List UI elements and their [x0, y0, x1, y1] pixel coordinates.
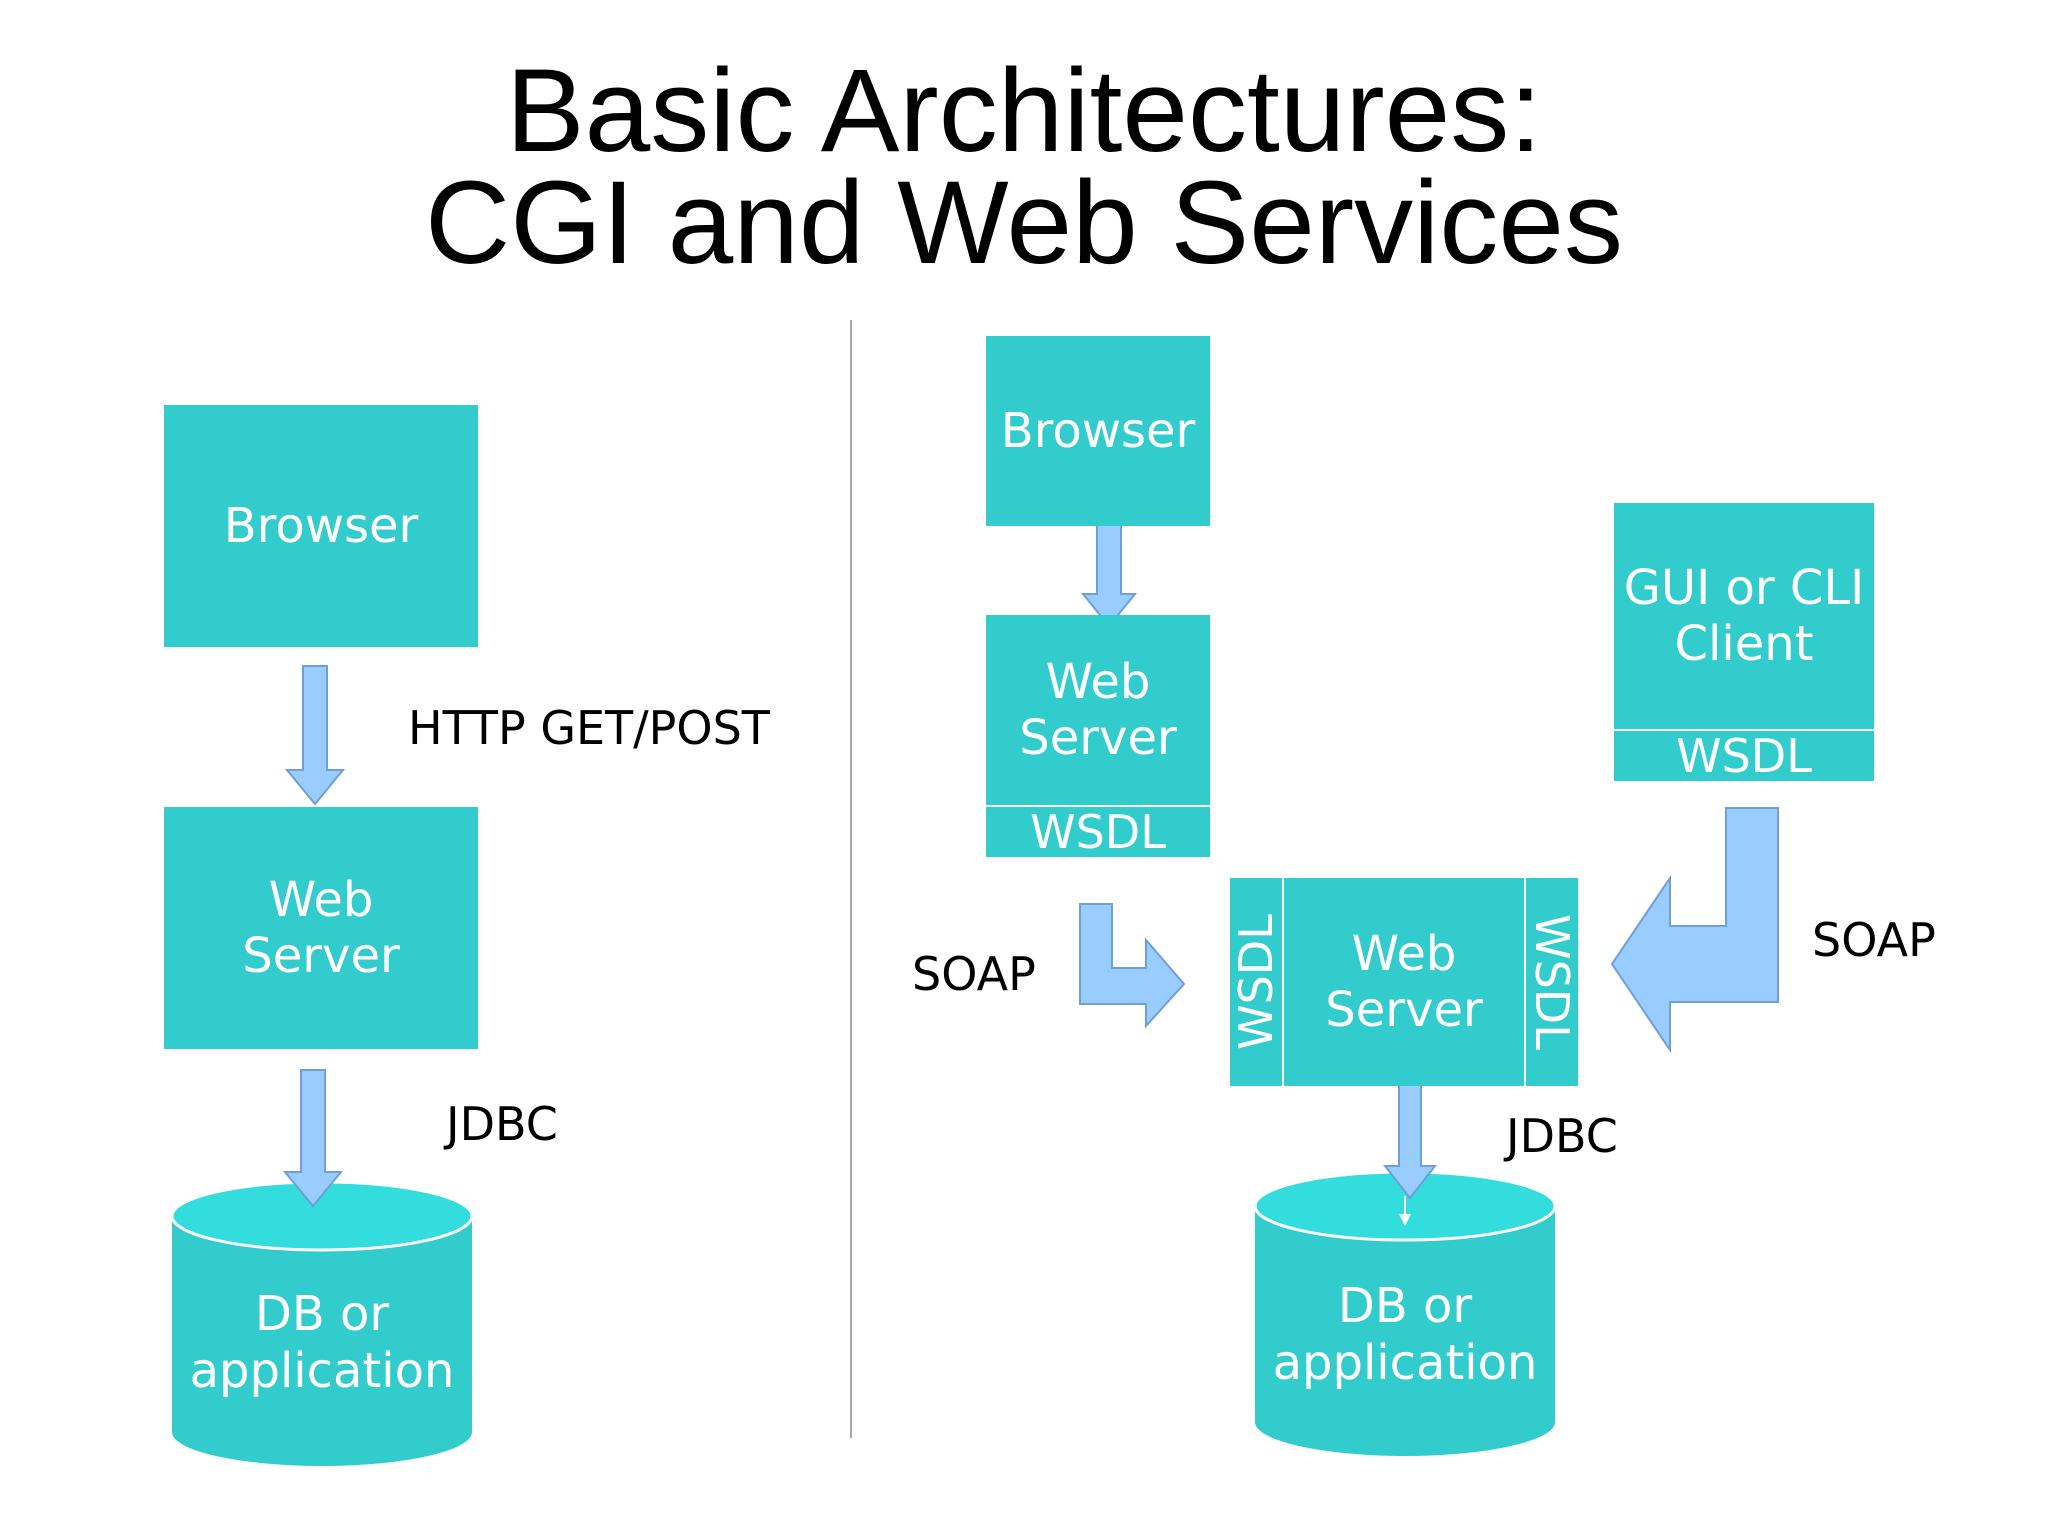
- client-label-2: Client: [1674, 616, 1814, 672]
- db-arrow-tip-head: [1399, 1214, 1411, 1226]
- cgi-webserver-box: Web Server: [164, 807, 478, 1049]
- center-webserver-label-2: Server: [1325, 982, 1483, 1038]
- edge-label-jdbc-cgi: JDBC: [446, 1097, 558, 1151]
- center-wsdl-left: WSDL: [1229, 914, 1283, 1050]
- edge-label-jdbc-ws: JDBC: [1506, 1109, 1618, 1163]
- edge-label-http: HTTP GET/POST: [408, 701, 770, 755]
- client-box: GUI or CLI Client WSDL: [1614, 503, 1874, 783]
- ws-webserver-box: Web Server WSDL: [986, 615, 1210, 859]
- edge-label-soap-right: SOAP: [1812, 913, 1936, 967]
- arrow-soap-left: [1079, 903, 1186, 1029]
- arrow-webserver-to-db: [282, 1069, 344, 1208]
- center-webserver-box: WSDL WSDL Web Server: [1229, 878, 1579, 1086]
- ws-db-label-1: DB or: [1337, 1278, 1473, 1334]
- ws-browser-label: Browser: [1000, 403, 1196, 459]
- cgi-browser-label: Browser: [223, 498, 419, 554]
- title-line-2: CGI and Web Services: [425, 157, 1623, 289]
- center-webserver-body: Web Server: [1284, 878, 1524, 1086]
- cgi-db-cylinder: [170, 1180, 474, 1466]
- center-webserver-label-1: Web: [1351, 926, 1457, 982]
- title-line-1: Basic Architectures:: [505, 45, 1543, 177]
- client-label-1: GUI or CLI: [1623, 560, 1865, 616]
- ws-db-label: DB or application: [1255, 1278, 1555, 1392]
- ws-db-label-2: application: [1272, 1335, 1538, 1391]
- ws-browser-box: Browser: [986, 336, 1210, 526]
- cgi-db-label-2: application: [189, 1343, 455, 1399]
- cgi-db-label: DB or application: [172, 1286, 472, 1400]
- center-wsdl-left-divider: [1282, 878, 1284, 1086]
- center-wsdl-right-divider: [1524, 878, 1526, 1086]
- client-body: GUI or CLI Client: [1614, 503, 1874, 729]
- section-divider: [850, 320, 852, 1438]
- slide-title: Basic Architectures: CGI and Web Service…: [0, 45, 2048, 289]
- ws-webserver-body: Web Server: [986, 615, 1210, 805]
- cgi-webserver-label-1: Web: [268, 872, 374, 928]
- ws-webserver-wsdl: WSDL: [986, 805, 1210, 859]
- cgi-browser-box: Browser: [164, 405, 478, 647]
- cgi-db-label-1: DB or: [254, 1286, 390, 1342]
- client-wsdl: WSDL: [1614, 729, 1874, 783]
- arrow-soap-right: [1610, 807, 1779, 1054]
- ws-webserver-label-2: Server: [1019, 710, 1177, 766]
- center-wsdl-right: WSDL: [1525, 914, 1579, 1050]
- edge-label-soap-left: SOAP: [912, 947, 1036, 1001]
- arrow-browser-to-webserver: [284, 665, 346, 806]
- ws-webserver-label-1: Web: [1045, 654, 1151, 710]
- cgi-webserver-label-2: Server: [242, 928, 400, 984]
